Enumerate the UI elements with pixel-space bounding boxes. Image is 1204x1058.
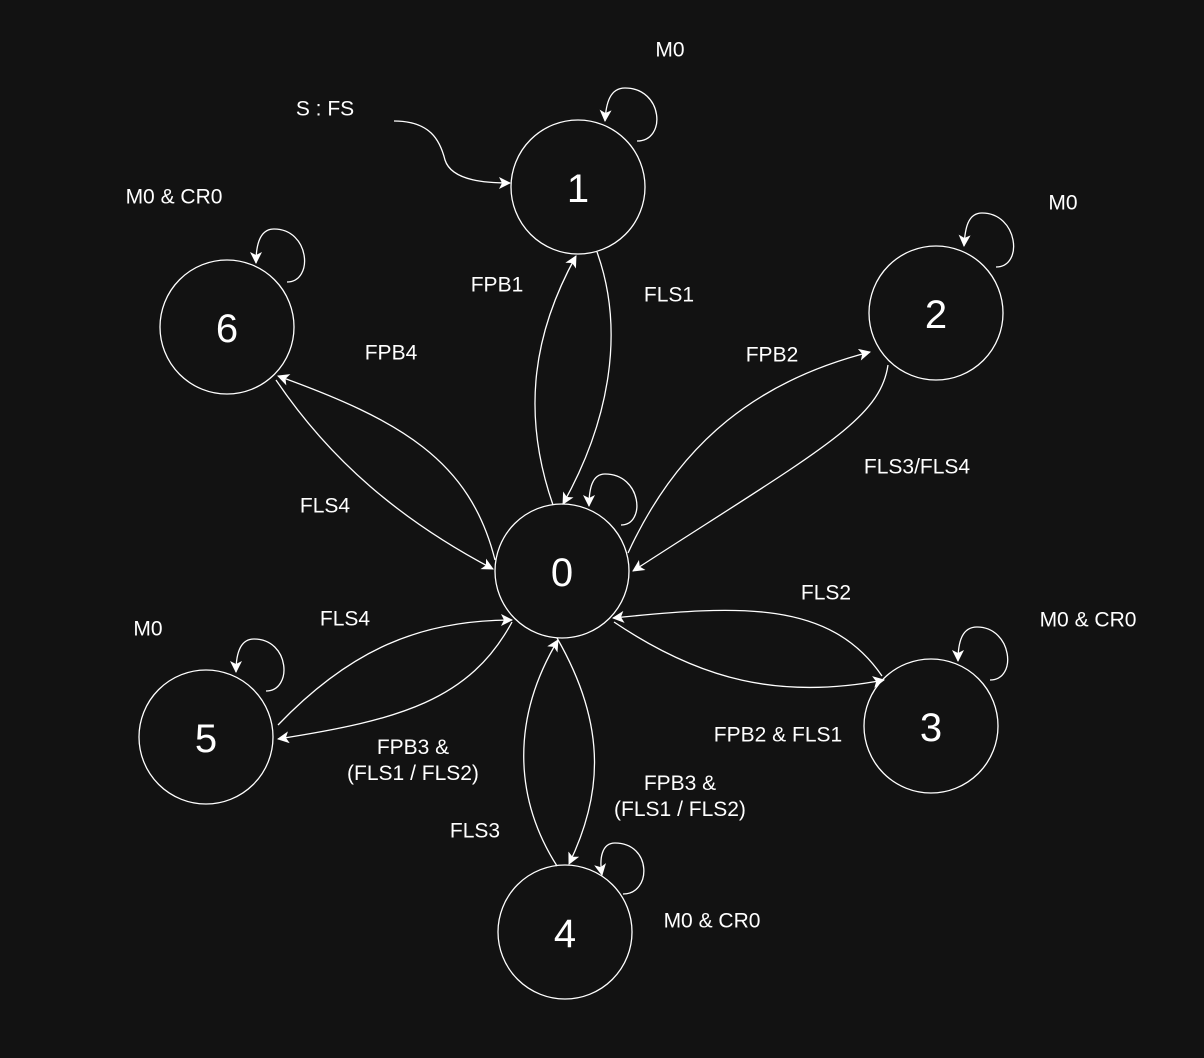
start-label: S : FS (296, 98, 354, 121)
state-label: 6 (216, 307, 238, 351)
transition-0-to-5 (277, 621, 513, 744)
state-label: 0 (551, 551, 573, 595)
self-loop-label-6: M0 & CR0 (126, 186, 223, 209)
self-loop-0 (583, 473, 638, 526)
state-1: 1 (510, 119, 646, 255)
transition-label-2-to-0: FLS3/FLS4 (864, 456, 971, 479)
transition-0-to-6 (277, 374, 496, 561)
start-arrow (393, 120, 511, 189)
self-loop-3 (952, 626, 1009, 681)
self-loop-label-4: M0 & CR0 (664, 910, 761, 933)
transition-6-to-0 (275, 379, 494, 570)
state-5: 5 (138, 669, 274, 805)
transition-2-to-0 (632, 364, 889, 572)
state-label: 1 (567, 167, 589, 211)
state-circle (863, 658, 999, 794)
state-circle (138, 669, 274, 805)
transition-label-0-to-2: FPB2 (746, 344, 799, 367)
state-circle (497, 864, 633, 1000)
self-loop-1 (599, 87, 658, 142)
self-loop-label-2: M0 (1048, 192, 1077, 215)
state-label: 4 (554, 912, 576, 956)
state-4: 4 (497, 864, 633, 1000)
self-loop-4 (594, 842, 645, 895)
state-6: 6 (159, 259, 295, 395)
transition-label-3-to-0: FLS2 (801, 582, 851, 605)
transition-label-4-to-0: FLS3 (450, 820, 500, 843)
self-loop-6 (250, 228, 306, 283)
transition-label-0-to-3: FPB2 & FLS1 (714, 724, 842, 747)
state-0: 0 (494, 503, 630, 639)
transition-label-0-to-5: FPB3 &(FLS1 / FLS2) (347, 736, 479, 785)
self-loop-label-5: M0 (133, 618, 162, 641)
state-3: 3 (863, 658, 999, 794)
transition-0-to-1 (534, 255, 577, 506)
transition-0-to-4 (556, 637, 596, 865)
transition-1-to-0 (562, 251, 612, 505)
transition-label-1-to-0: FLS1 (644, 284, 694, 307)
transition-label-5-to-0: FLS4 (320, 608, 371, 631)
state-2: 2 (868, 245, 1004, 381)
self-loop-label-3: M0 & CR0 (1040, 609, 1137, 632)
transition-0-to-3 (613, 621, 885, 689)
transition-label-6-to-0: FLS4 (300, 495, 351, 518)
state-circle (510, 119, 646, 255)
self-loop-label-1: M0 (655, 39, 684, 62)
transition-label-0-to-6: FPB4 (365, 342, 418, 365)
transition-0-to-2 (627, 348, 871, 554)
state-label: 5 (195, 717, 217, 761)
self-loop-5 (230, 638, 285, 692)
transition-label-0-to-1: FPB1 (471, 274, 524, 297)
state-label: 2 (925, 293, 947, 337)
state-label: 3 (920, 706, 942, 750)
transition-label-0-to-4: FPB3 &(FLS1 / FLS2) (614, 772, 746, 821)
transition-5-to-0 (277, 614, 513, 726)
state-circle (868, 245, 1004, 381)
state-circle (159, 259, 295, 395)
self-loop-2 (958, 212, 1015, 268)
transition-4-to-0 (523, 639, 559, 867)
transition-3-to-0 (612, 609, 883, 677)
state-circle (494, 503, 630, 639)
